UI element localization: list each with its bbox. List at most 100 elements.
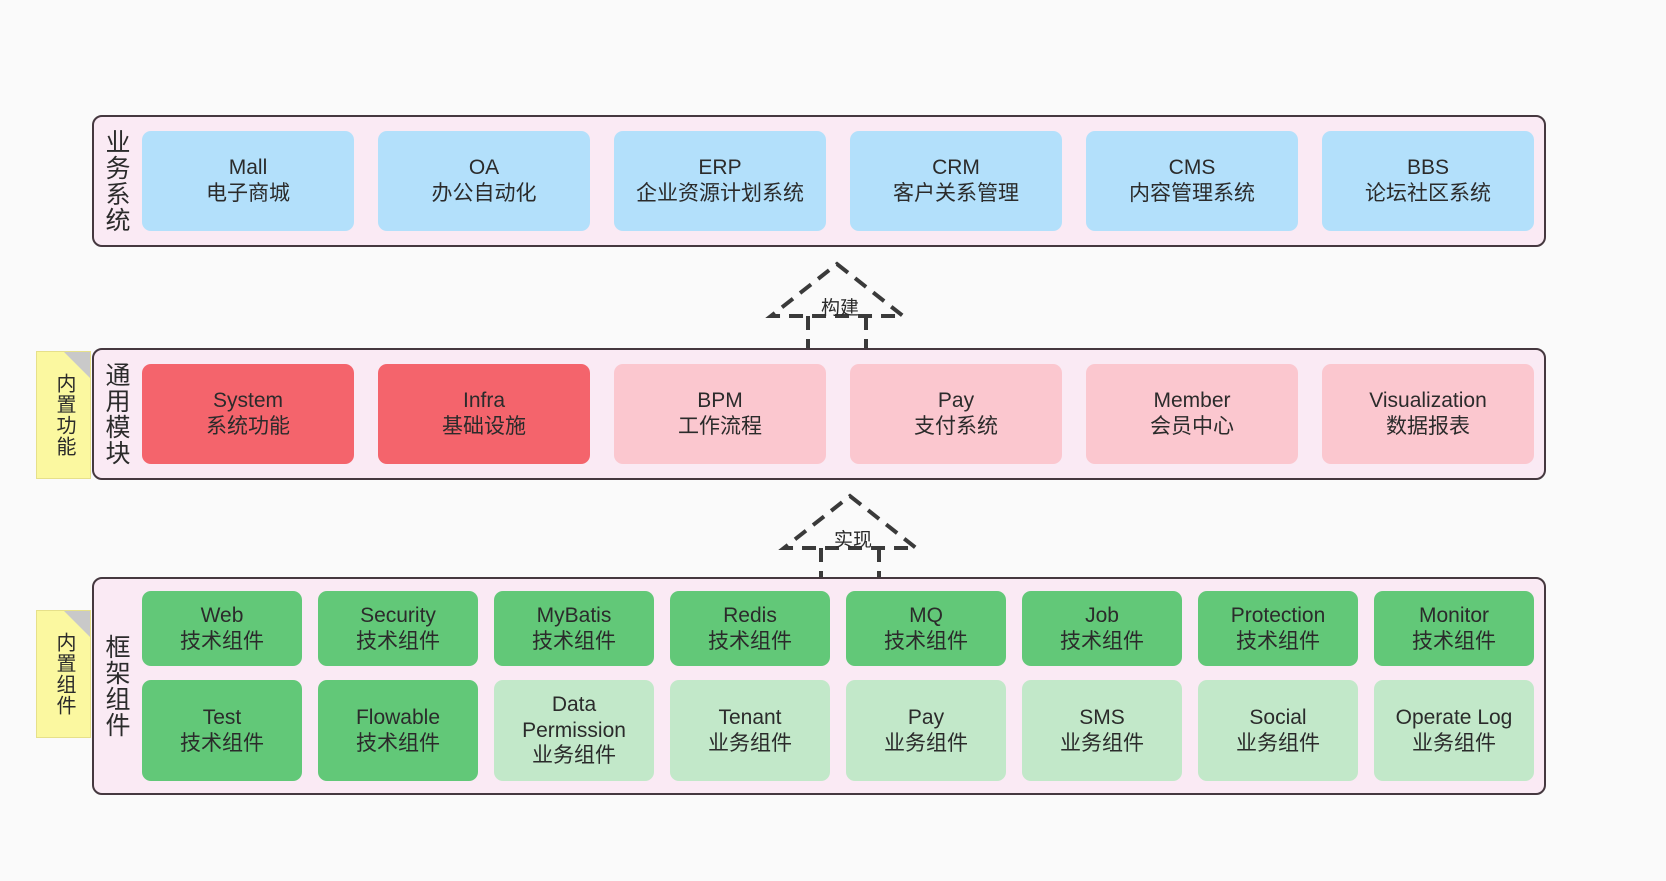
note-builtin-function: 内置功能 [36,351,91,479]
card-title-cn: 技术组件 [1060,629,1144,653]
card-visualization[interactable]: Visualization 数据报表 [1322,364,1534,464]
card-title-en: Pay [907,706,945,729]
layer-business-system[interactable]: 业务系统 Mall 电子商城 OA 办公自动化 ERP 企业资源计划系统 CRM… [92,115,1546,247]
card-title-en: SMS [1079,706,1125,729]
note-fold-corner-icon [64,352,90,378]
card-system[interactable]: System 系统功能 [142,364,354,464]
card-redis[interactable]: Redis 技术组件 [670,591,830,667]
card-mall[interactable]: Mall 电子商城 [142,131,354,231]
layer-title-common-module: 通用模块 [102,362,130,466]
card-title-cn: 办公自动化 [431,182,537,205]
card-title-en: MQ [909,603,943,627]
card-member[interactable]: Member 会员中心 [1086,364,1298,464]
card-title-en: Test [202,706,242,729]
layer-common-module[interactable]: 通用模块 System 系统功能 Infra 基础设施 BPM 工作流程 Pay… [92,348,1546,480]
card-title-en: Protection [1230,603,1326,627]
card-title-en: OA [468,156,500,180]
card-protection[interactable]: Protection 技术组件 [1198,591,1358,667]
card-title-cn: 业务组件 [884,731,968,755]
card-title-en: Security [360,603,436,627]
card-title-cn: 电子商城 [206,182,290,205]
layer-title-framework-component: 框架组件 [102,634,130,738]
note-fold-corner-icon [64,611,90,637]
card-title-en: Visualization [1369,389,1487,413]
cards-row: System 系统功能 Infra 基础设施 BPM 工作流程 Pay 支付系统… [142,364,1534,464]
note-label: 内置组件 [53,632,75,716]
card-operate-log[interactable]: Operate Log 业务组件 [1374,680,1534,782]
card-oa[interactable]: OA 办公自动化 [378,131,590,231]
card-title-en: Member [1153,389,1231,413]
card-data-permission[interactable]: Data Permission 业务组件 [494,680,654,782]
card-erp[interactable]: ERP 企业资源计划系统 [614,131,826,231]
cards-row: Test 技术组件 Flowable 技术组件 Data Permission … [142,680,1534,782]
card-title-en: ERP [698,156,742,180]
card-title-cn: 论坛社区系统 [1365,182,1491,205]
card-title-cn: 系统功能 [206,415,290,438]
cards-area-common-module: System 系统功能 Infra 基础设施 BPM 工作流程 Pay 支付系统… [138,350,1544,478]
layer-framework-component[interactable]: 框架组件 Web 技术组件 Security 技术组件 MyBatis 技术组件… [92,577,1546,795]
card-title-en: BBS [1406,156,1450,180]
card-title-cn: 技术组件 [532,629,616,653]
card-monitor[interactable]: Monitor 技术组件 [1374,591,1534,667]
card-tenant[interactable]: Tenant 业务组件 [670,680,830,782]
note-builtin-component: 内置组件 [36,610,91,738]
card-title-cn: 业务组件 [532,744,616,768]
card-mybatis[interactable]: MyBatis 技术组件 [494,591,654,667]
card-title-en: Redis [723,603,777,627]
card-title-cn: 工作流程 [678,415,762,438]
card-cms[interactable]: CMS 内容管理系统 [1086,131,1298,231]
card-flowable[interactable]: Flowable 技术组件 [318,680,478,782]
card-title-en: CMS [1168,156,1216,180]
card-title-cn: 技术组件 [356,629,440,653]
card-security[interactable]: Security 技术组件 [318,591,478,667]
card-title-cn: 技术组件 [708,629,792,653]
card-title-en: Operate Log [1395,706,1513,729]
card-title-en: System [212,389,283,413]
cards-area-business-system: Mall 电子商城 OA 办公自动化 ERP 企业资源计划系统 CRM 客户关系… [138,117,1544,245]
card-title-cn: 企业资源计划系统 [636,182,804,205]
card-bbs[interactable]: BBS 论坛社区系统 [1322,131,1534,231]
card-title-cn: 客户关系管理 [893,182,1019,205]
card-title-en: MyBatis [536,603,612,627]
card-title-cn: 技术组件 [1236,629,1320,653]
card-title-cn: 数据报表 [1386,415,1470,438]
card-title-en: Job [1085,603,1119,627]
card-title-cn: 业务组件 [1236,731,1320,755]
card-title-en: BPM [697,389,743,413]
card-title-cn: 技术组件 [884,629,968,653]
layer-title-business-system: 业务系统 [102,129,130,233]
card-title-en: CRM [932,156,980,180]
card-job[interactable]: Job 技术组件 [1022,591,1182,667]
card-sms[interactable]: SMS 业务组件 [1022,680,1182,782]
card-title-cn: 业务组件 [1060,731,1144,755]
card-title-en: Data Permission [522,693,626,742]
note-label: 内置功能 [53,373,75,457]
cards-row: Mall 电子商城 OA 办公自动化 ERP 企业资源计划系统 CRM 客户关系… [142,131,1534,231]
card-pay-module[interactable]: Pay 支付系统 [850,364,1062,464]
card-test[interactable]: Test 技术组件 [142,680,302,782]
card-title-en: Infra [462,389,506,413]
card-title-en: Pay [937,389,975,413]
card-title-cn: 内容管理系统 [1129,182,1255,205]
card-title-en: Monitor [1418,603,1490,627]
connector-build-label: 构建 [821,298,860,319]
card-social[interactable]: Social 业务组件 [1198,680,1358,782]
card-title-cn: 业务组件 [1412,731,1496,755]
card-title-en: Web [200,603,244,627]
card-title-cn: 会员中心 [1150,415,1234,438]
card-mq[interactable]: MQ 技术组件 [846,591,1006,667]
card-title-cn: 基础设施 [442,415,526,438]
card-title-cn: 技术组件 [180,629,264,653]
card-title-cn: 技术组件 [1412,629,1496,653]
card-infra[interactable]: Infra 基础设施 [378,364,590,464]
card-crm[interactable]: CRM 客户关系管理 [850,131,1062,231]
cards-area-framework-component: Web 技术组件 Security 技术组件 MyBatis 技术组件 Redi… [138,579,1544,793]
card-title-cn: 技术组件 [356,731,440,755]
card-title-cn: 业务组件 [708,731,792,755]
card-bpm[interactable]: BPM 工作流程 [614,364,826,464]
cards-row: Web 技术组件 Security 技术组件 MyBatis 技术组件 Redi… [142,591,1534,667]
card-pay-component[interactable]: Pay 业务组件 [846,680,1006,782]
card-title-en: Mall [228,156,268,180]
card-web[interactable]: Web 技术组件 [142,591,302,667]
